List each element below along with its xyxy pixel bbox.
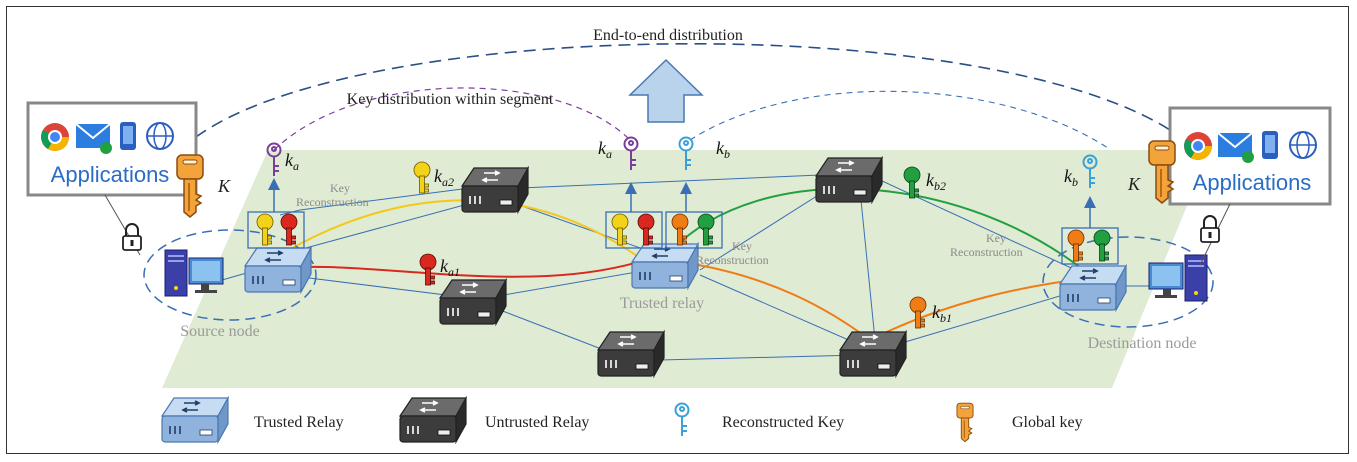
global-key-right-symbol: K [1127, 174, 1141, 194]
untrusted-relay-3 [815, 157, 883, 203]
reconstruction-label-left: Key Reconstruction [296, 181, 369, 209]
reconstruction-label-right: Key Reconstruction [950, 231, 1023, 259]
apps-right-icons [1184, 131, 1317, 163]
legend: Trusted Relay Untrusted Relay Reconstruc… [161, 397, 1083, 443]
segment-arc-left [273, 87, 631, 151]
svg-text:Reconstruction: Reconstruction [950, 245, 1023, 259]
end-to-end-arc [195, 42, 1171, 138]
legend-trusted-relay-icon [161, 397, 229, 443]
svg-text:Key: Key [732, 239, 752, 253]
path-yellow [271, 199, 641, 261]
lock-left-icon [122, 223, 142, 251]
label-k-b-mid: kb [716, 138, 730, 161]
svg-text:Key: Key [986, 231, 1006, 245]
browser-icon [1184, 132, 1212, 160]
mail-icon [75, 123, 112, 154]
legend-untrusted-relay-label: Untrusted Relay [485, 414, 589, 431]
fragment-box-source [247, 211, 305, 249]
globe-lock-icon [1289, 131, 1317, 159]
up-arrow-icon [628, 58, 704, 123]
label-k-a2: ka2 [434, 166, 454, 189]
legend-global-key-label: Global key [1012, 414, 1083, 431]
svg-text:Key: Key [330, 181, 350, 195]
untrusted-relay-2 [439, 279, 507, 325]
figure-frame [6, 6, 1349, 454]
legend-untrusted-relay-icon [399, 397, 467, 443]
destination-node-ellipse [1042, 236, 1214, 328]
topology-links [214, 174, 1170, 361]
apps-left-label: Applications [51, 162, 170, 187]
label-k-a-top: ka [285, 150, 299, 173]
destination-node-label: Destination node [1088, 335, 1197, 352]
fragment-box-trusted-a [605, 211, 663, 249]
trusted-relay-label: Trusted relay [620, 295, 704, 312]
apps-left-icons [41, 122, 174, 154]
legend-global-key-icon [956, 402, 974, 443]
legend-reconstructed-key-icon [674, 402, 690, 437]
untrusted-relay-4 [597, 331, 665, 377]
path-red [284, 254, 661, 278]
svg-text:Reconstruction: Reconstruction [696, 253, 769, 267]
global-key-left-symbol: K [217, 176, 231, 196]
untrusted-relay-5 [839, 331, 907, 377]
legend-reconstructed-key-label: Reconstructed Key [722, 414, 844, 431]
label-k-b1: kb1 [932, 302, 952, 325]
fragment-box-trusted-b [665, 211, 723, 249]
reconstruction-arrows [268, 178, 1096, 228]
reconstruction-label-middle: Key Reconstruction [696, 239, 769, 267]
phone-icon [1262, 131, 1278, 159]
browser-icon [41, 123, 69, 151]
label-k-a-mid: ka [598, 138, 612, 161]
apps-left-box [26, 101, 198, 197]
source-trusted-relay [244, 247, 312, 293]
lock-right-icon [1200, 215, 1220, 243]
phone-icon [120, 122, 136, 150]
middle-trusted-relay [631, 243, 699, 289]
source-node-label: Source node [180, 323, 260, 340]
title-text: End-to-end distribution [593, 27, 743, 44]
legend-trusted-relay-label: Trusted Relay [254, 414, 344, 431]
label-k-b2: kb2 [926, 170, 946, 193]
source-node-ellipse [143, 229, 317, 321]
untrusted-relay-1 [461, 167, 529, 213]
apps-right-label: Applications [1193, 170, 1312, 195]
label-k-b-right: kb [1064, 166, 1078, 189]
label-k-a1: ka1 [440, 256, 460, 279]
svg-text:Reconstruction: Reconstruction [296, 195, 369, 209]
fragment-box-destination [1061, 227, 1119, 265]
globe-lock-icon [146, 122, 174, 150]
segment-text: Key distribution within segment [347, 91, 554, 108]
segment-arc-right [689, 90, 1109, 149]
destination-trusted-relay [1059, 265, 1127, 311]
mail-icon [1217, 132, 1254, 163]
